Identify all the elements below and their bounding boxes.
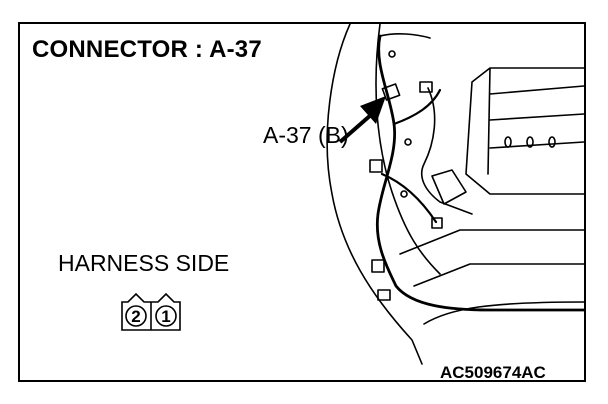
clamp-2	[404, 138, 412, 146]
connector-5	[377, 289, 391, 301]
connector-a37	[381, 83, 401, 101]
pin-2-label: 2	[131, 307, 140, 326]
radiator-support	[399, 229, 584, 287]
harness-branch-wire-1	[392, 88, 442, 126]
pin-1-label: 1	[161, 307, 170, 326]
engine-bolt-1	[504, 136, 512, 148]
engine-cover-ribs	[489, 85, 584, 149]
connector-title: CONNECTOR : A-37	[32, 36, 262, 63]
pin-2-circle	[125, 305, 147, 327]
harness-side-label: HARNESS SIDE	[58, 250, 230, 276]
connector-pin-diagram: 2 1	[121, 292, 181, 331]
connector-3	[369, 159, 383, 173]
pin-1-circle	[155, 305, 177, 327]
connector-callout-label: A-37 (B)	[263, 122, 349, 148]
intake-tube	[420, 87, 473, 215]
engine-bay-illustration	[326, 24, 584, 365]
harness-main-wire	[375, 34, 584, 312]
engine-bolt-3	[548, 136, 556, 148]
figure-id: AC509674AC	[440, 363, 546, 382]
hood-line	[375, 24, 441, 275]
harness-branch-wire-2	[380, 172, 438, 224]
harness-branch-wire-3	[379, 33, 431, 39]
connector-4	[371, 259, 385, 273]
connector-outline	[121, 292, 181, 331]
clamp-3	[400, 190, 408, 198]
clamp-1	[388, 50, 396, 58]
connector-2	[419, 81, 433, 93]
arrow-icon	[338, 96, 386, 144]
engine-bolt-2	[526, 136, 534, 148]
diagram-frame: CONNECTOR : A-37	[18, 22, 586, 382]
engine-block	[465, 67, 584, 195]
fender-outline	[326, 24, 423, 365]
bumper-line	[423, 301, 584, 325]
connector-6	[431, 217, 443, 229]
strut-tower	[431, 169, 467, 205]
